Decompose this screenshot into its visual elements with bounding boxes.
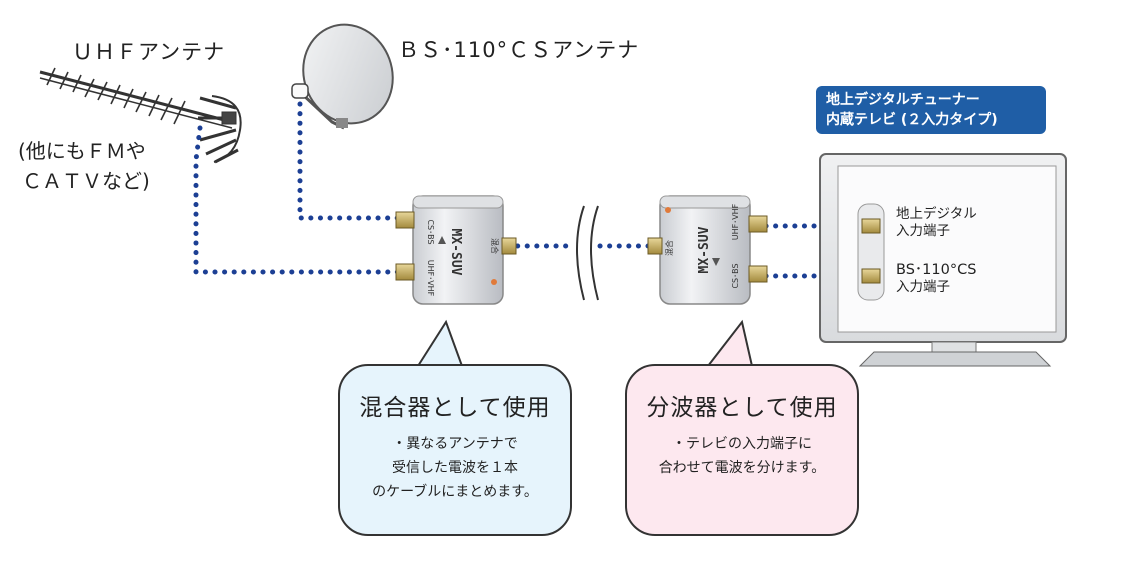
cable-break-mark [576, 205, 599, 301]
bs-port-line1: BS･110°CS [896, 262, 977, 278]
splitter-port-cs-bs: CS･BS [731, 263, 740, 288]
splitter-usage-bubble: 分波器として使用 ・テレビの入力端子に 合わせて電波を分けます。 [625, 364, 859, 536]
splitter-port-mix: 混合 [664, 240, 674, 256]
satellite-dish-icon [291, 23, 394, 130]
mixer-bubble-body: ・異なるアンテナで 受信した電波を１本 のケーブルにまとめます。 [340, 432, 570, 504]
tv-title-badge: 地上デジタルチューナー 内蔵テレビ (２入力タイプ) [816, 86, 1046, 134]
splitter-bubble-body: ・テレビの入力端子に 合わせて電波を分けます。 [627, 432, 857, 480]
terrestrial-port-line2: 入力端子 [896, 223, 950, 239]
mixer-port-cs-bs: CS･BS [426, 219, 435, 244]
other-sources-label: (他にもＦＭや ＣＡＴＶなど) [18, 136, 150, 196]
splitter-model-text: MX-SUV [697, 226, 712, 273]
splitter-bubble-line2: 合わせて電波を分けます。 [658, 460, 826, 476]
bubble-tail [417, 319, 753, 367]
splitter-device [647, 195, 768, 305]
mixer-bubble-line1: ・異なるアンテナで [392, 436, 518, 452]
tv-title-line1: 地上デジタルチューナー [826, 92, 980, 108]
mixer-bubble-line2: 受信した電波を１本 [392, 460, 518, 476]
terrestrial-port-label: 地上デジタル 入力端子 [896, 206, 977, 240]
bs-antenna-label: ＢＳ･110°ＣＳアンテナ [398, 38, 640, 62]
other-sources-line1: (他にもＦＭや [18, 139, 146, 163]
uhf-antenna-label: ＵＨＦアンテナ [72, 40, 226, 64]
mixer-port-uhf-vhf: UHF･VHF [426, 260, 435, 297]
mixer-model-text: MX-SUV [448, 229, 463, 276]
mixer-usage-bubble: 混合器として使用 ・異なるアンテナで 受信した電波を１本 のケーブルにまとめます… [338, 364, 572, 536]
splitter-bubble-line1: ・テレビの入力端子に [672, 436, 812, 452]
tv-title-line2: 内蔵テレビ (２入力タイプ) [826, 112, 998, 128]
bs-port-label: BS･110°CS 入力端子 [896, 262, 976, 296]
uhf-antenna-icon [39, 67, 242, 164]
tv-icon [819, 153, 1067, 367]
mixer-device [395, 195, 517, 305]
coax-cable [193, 101, 868, 279]
splitter-port-uhf-vhf: UHF･VHF [731, 203, 740, 240]
mixer-port-mix: 混合 [490, 238, 500, 254]
bs-port-line2: 入力端子 [896, 279, 950, 295]
terrestrial-port-line1: 地上デジタル [896, 206, 977, 222]
splitter-bubble-title: 分波器として使用 [646, 395, 838, 421]
other-sources-line2: ＣＡＴＶなど) [22, 169, 150, 193]
mixer-bubble-line3: のケーブルにまとめます。 [372, 484, 538, 500]
mixer-bubble-title: 混合器として使用 [359, 395, 551, 421]
